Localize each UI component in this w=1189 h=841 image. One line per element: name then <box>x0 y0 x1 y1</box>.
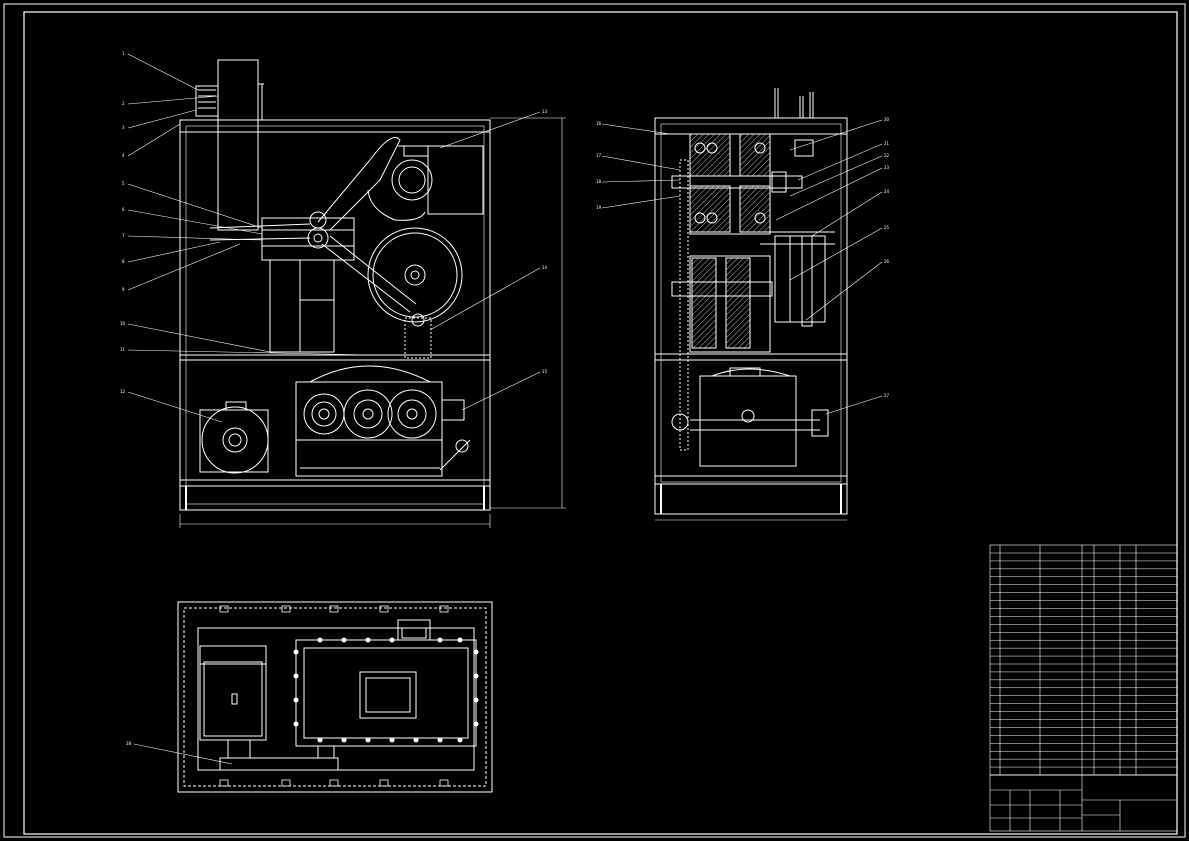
balloon-5: 5 <box>122 181 125 186</box>
side-balloon-labels: 16 17 18 19 20 21 22 23 24 25 26 27 <box>596 117 890 398</box>
balloon-18: 18 <box>596 179 602 184</box>
side-view <box>601 88 883 521</box>
balloon-17: 17 <box>596 153 602 158</box>
balloon-27: 27 <box>884 393 890 398</box>
balloon-10: 10 <box>120 321 126 326</box>
plan-frame-posts <box>219 605 449 787</box>
balloon-16: 16 <box>596 121 602 126</box>
balloon-13: 13 <box>542 109 548 114</box>
balloon-28: 28 <box>126 741 132 746</box>
balloon-20: 20 <box>884 117 890 122</box>
parts-list-rows <box>990 552 1177 776</box>
balloon-19: 19 <box>596 205 602 210</box>
balloon-9: 9 <box>122 287 125 292</box>
balloon-2: 2 <box>122 101 125 106</box>
balloon-7: 7 <box>122 233 125 238</box>
balloon-14: 14 <box>542 265 548 270</box>
plan-view <box>177 601 493 793</box>
inner-border <box>23 11 1178 835</box>
balloon-1: 1 <box>122 51 125 56</box>
front-balloon-labels: 1 2 3 4 5 6 7 8 9 10 11 12 13 14 15 <box>120 51 548 394</box>
balloon-21: 21 <box>884 141 890 146</box>
balloon-8: 8 <box>122 259 125 264</box>
title-block <box>989 774 1178 832</box>
parts-list <box>989 544 1178 776</box>
balloon-12: 12 <box>120 389 126 394</box>
balloon-24: 24 <box>884 189 890 194</box>
balloon-15: 15 <box>542 369 548 374</box>
balloon-25: 25 <box>884 225 890 230</box>
plan-leader <box>133 743 233 765</box>
plan-bolts <box>293 637 479 743</box>
balloon-3: 3 <box>122 125 125 130</box>
balloon-23: 23 <box>884 165 890 170</box>
balloon-26: 26 <box>884 259 890 264</box>
balloon-4: 4 <box>122 153 125 158</box>
balloon-11: 11 <box>120 347 126 352</box>
balloon-6: 6 <box>122 207 125 212</box>
balloon-22: 22 <box>884 153 890 158</box>
front-view <box>127 53 566 528</box>
outer-border <box>3 3 1186 838</box>
